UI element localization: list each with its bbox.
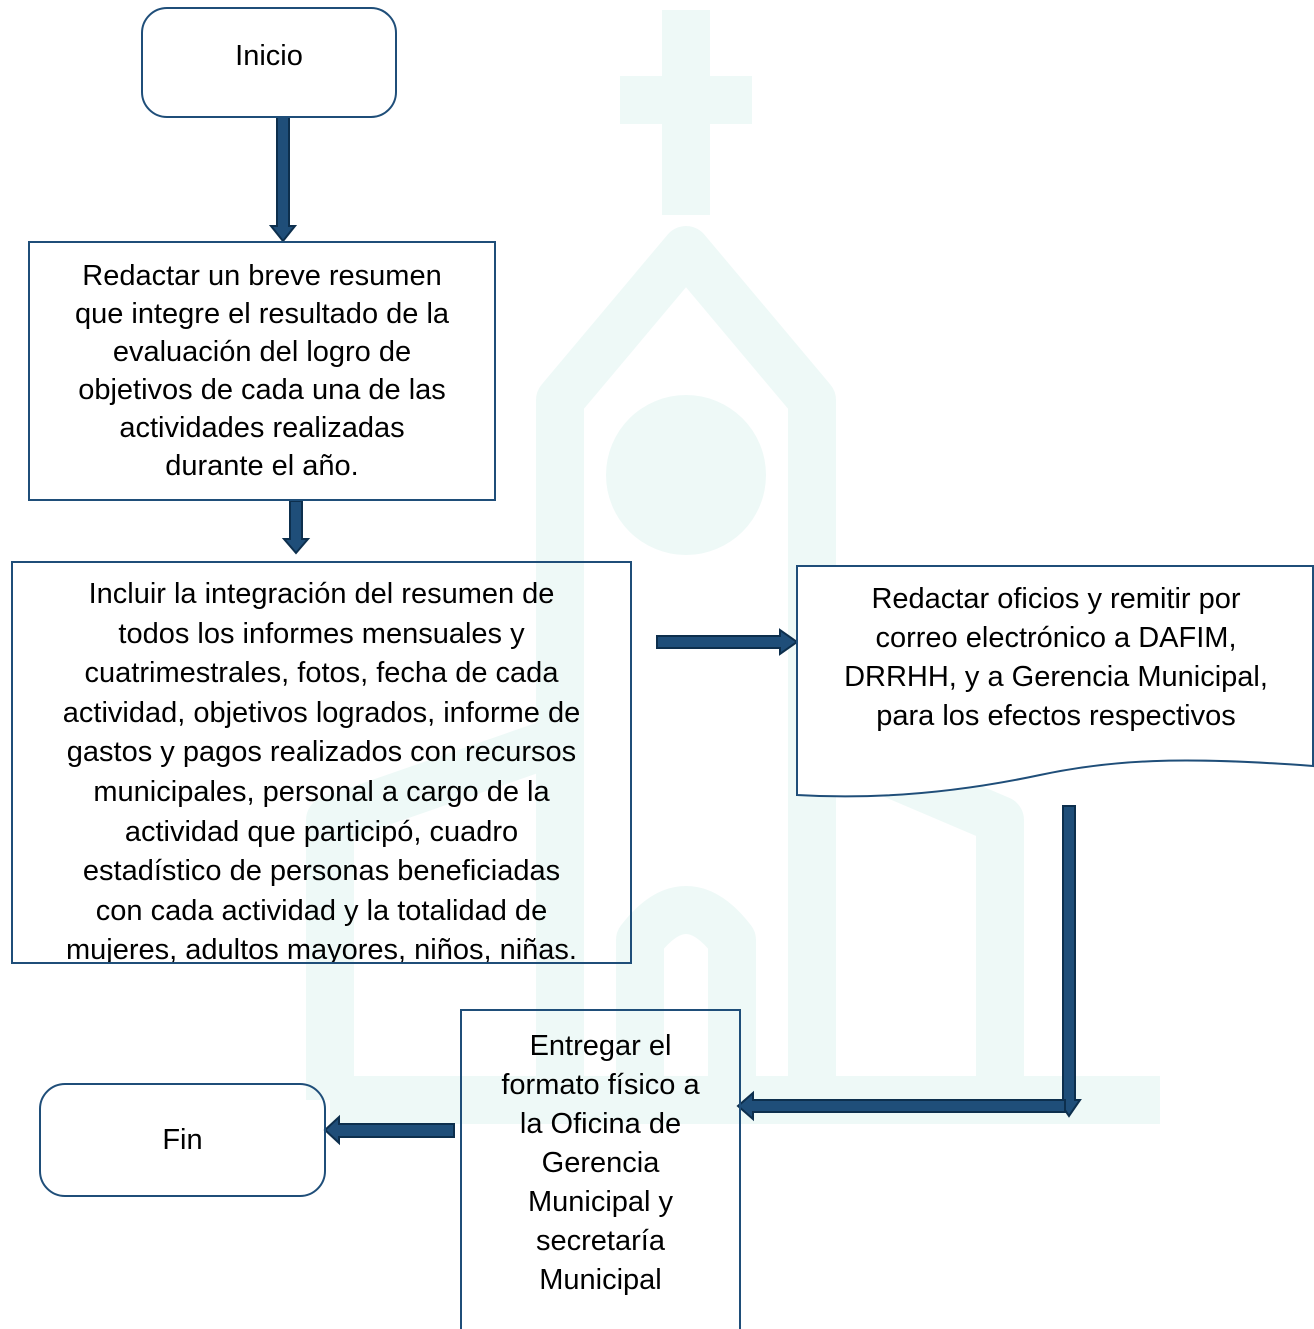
document-shape-outline xyxy=(796,565,1314,798)
start-node-label: Inicio xyxy=(235,40,303,72)
end-node-label: Fin xyxy=(162,1124,203,1156)
arrow-deliver-to-end xyxy=(323,1114,455,1146)
start-node: Inicio xyxy=(141,7,397,118)
arrow-to-deliver xyxy=(736,1090,1066,1122)
send-documents-label: Redactar oficios y remitir por correo el… xyxy=(844,583,1268,732)
arrow-documents-down xyxy=(1056,805,1082,1118)
integration-process-label: Incluir la integración del resumen de to… xyxy=(62,578,581,964)
arrow-start-to-summary xyxy=(268,116,298,243)
church-door xyxy=(616,886,756,1100)
arrow-summary-to-integration xyxy=(281,500,311,555)
church-left-wing xyxy=(306,717,568,1100)
integration-process-node: Incluir la integración del resumen de to… xyxy=(11,561,632,964)
church-rose-window xyxy=(606,395,766,555)
summary-process-label: Redactar un breve resumen que integre el… xyxy=(74,260,450,482)
deliver-process-label: Entregar el formato físico a la Oficina … xyxy=(501,1030,700,1296)
summary-process-node: Redactar un breve resumen que integre el… xyxy=(28,241,496,501)
arrow-integration-to-documents xyxy=(656,628,799,656)
deliver-process-node: Entregar el formato físico a la Oficina … xyxy=(460,1009,741,1329)
end-node: Fin xyxy=(39,1083,326,1197)
